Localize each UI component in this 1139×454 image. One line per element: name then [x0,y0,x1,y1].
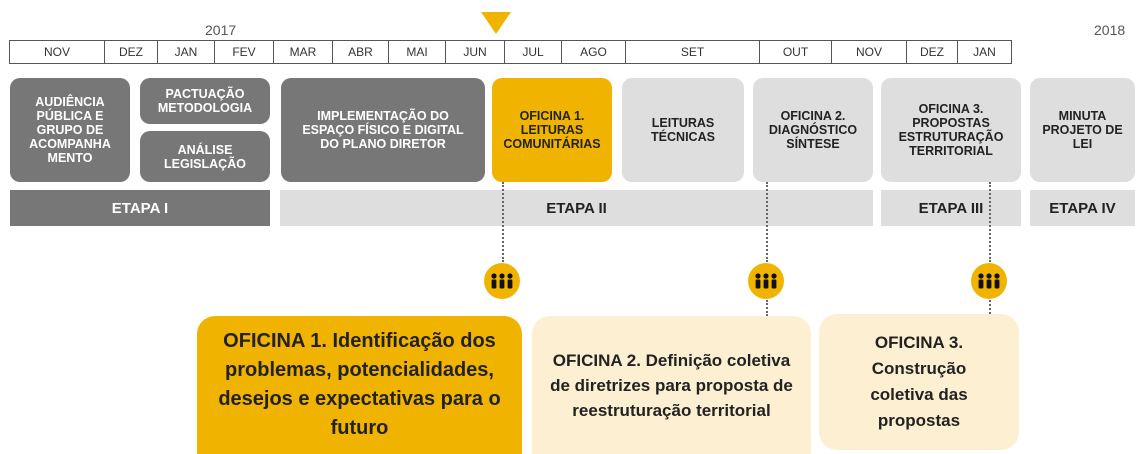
month-cell: ABR [332,40,389,64]
etapa-3-bar: ETAPA III [881,190,1021,226]
activity-leituras-tecnicas: LEITURAS TÉCNICAS [622,78,744,182]
activity-oficina2: OFICINA 2. DIAGNÓSTICO SÍNTESE [753,78,873,182]
etapa-2-bar: ETAPA II [280,190,873,226]
month-cell: AGO [561,40,626,64]
workshop-2-card: OFICINA 2. Definição coletiva de diretri… [532,316,811,454]
current-month-marker-icon [481,12,511,34]
year-label-end: 2018 [1094,22,1126,38]
month-row: NOV DEZ JAN FEV MAR ABR MAI JUN JUL AGO … [9,40,1132,64]
connector-oficina3 [989,182,991,262]
workshop-1-card: OFICINA 1. Identificação dos problemas, … [197,316,522,454]
activity-implementacao: IMPLEMENTAÇÃO DO ESPAÇO FÍSICO E DIGITAL… [281,78,485,182]
connector-oficina3-lower [989,300,991,314]
activity-pactuacao: PACTUAÇÃO METODOLOGIA [140,78,270,124]
month-cell: NOV [9,40,105,64]
month-cell: OUT [759,40,832,64]
activity-minuta: MINUTA PROJETO DE LEI [1030,78,1135,182]
activity-audiencia: AUDIÊNCIA PÚBLICA E GRUPO DE ACOMPANHA M… [10,78,130,182]
people-group-icon [971,263,1007,299]
etapa-1-bar: ETAPA I [10,190,270,226]
connector-oficina2-lower [766,300,768,316]
activity-analise: ANÁLISE LEGISLAÇÃO [140,131,270,182]
month-cell: JUN [445,40,505,64]
month-cell: JAN [957,40,1012,64]
year-label-start: 2017 [205,22,237,38]
month-cell: JUL [504,40,562,64]
month-cell: MAR [273,40,333,64]
month-cell: JAN [157,40,215,64]
people-group-icon [484,263,520,299]
connector-oficina2 [766,182,768,262]
month-cell: DEZ [104,40,158,64]
connector-oficina1 [502,182,504,262]
month-cell: DEZ [906,40,958,64]
activity-oficina3: OFICINA 3. PROPOSTAS ESTRUTURAÇÃO TERRIT… [881,78,1021,182]
month-cell: SET [625,40,760,64]
month-cell: MAI [388,40,446,64]
activity-oficina1: OFICINA 1. LEITURAS COMUNITÁRIAS [492,78,612,182]
etapa-4-bar: ETAPA IV [1030,190,1135,226]
people-group-icon [748,263,784,299]
month-cell: FEV [214,40,274,64]
month-cell: NOV [831,40,907,64]
workshop-3-card: OFICINA 3. Construção coletiva das propo… [819,314,1019,450]
